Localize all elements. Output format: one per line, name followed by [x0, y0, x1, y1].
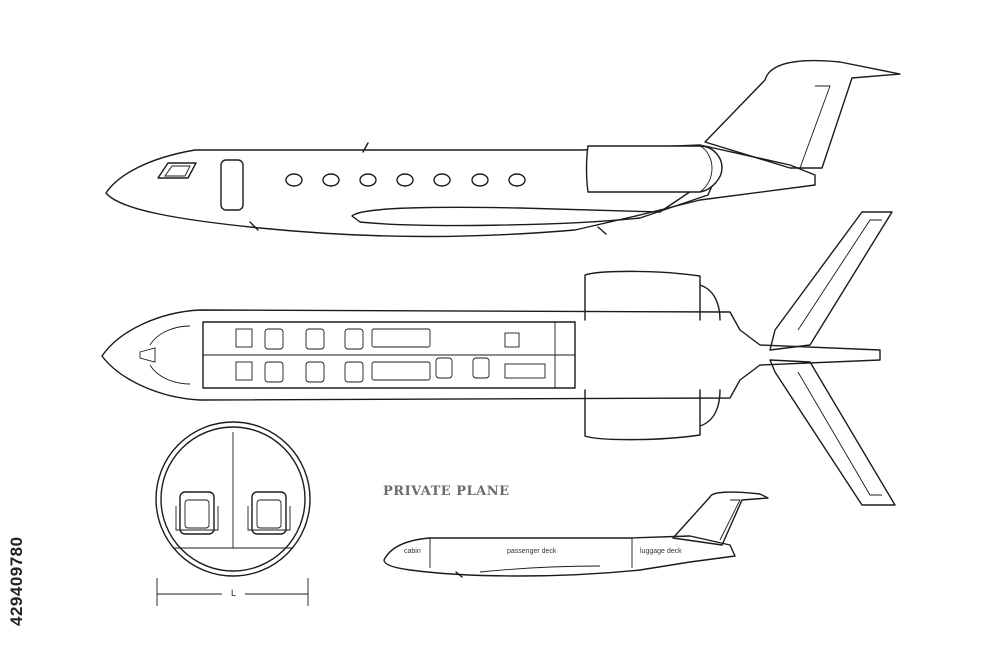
side-door [220, 159, 244, 211]
side-view [105, 59, 901, 238]
side-engine [585, 145, 723, 193]
cross-section-seat-left [175, 491, 219, 535]
cross-section-inner-ring [160, 426, 306, 572]
top-seats-upper [235, 328, 520, 350]
top-wing-lower [584, 389, 701, 441]
cabin-label: cabin [404, 548, 421, 555]
dimension-line [156, 578, 309, 606]
dimension-label: L [231, 588, 237, 598]
top-fuselage [101, 309, 881, 401]
top-wing-upper [584, 270, 701, 321]
top-seats-lower [235, 357, 546, 383]
cutaway-tail [672, 491, 769, 546]
cross-section-outer-ring [155, 421, 311, 577]
side-fuselage [105, 144, 816, 238]
top-stabilizer-lower [769, 359, 896, 506]
cross-section-seat-right [247, 491, 291, 535]
top-view [101, 211, 896, 506]
cutaway-view [383, 491, 769, 578]
page-title: PRIVATE PLANE [383, 484, 510, 499]
passenger-deck-label: passenger deck [507, 548, 557, 555]
stock-id: 429409780 [7, 536, 26, 626]
top-stabilizer [769, 211, 893, 351]
side-windows [285, 173, 526, 187]
cross-section [155, 421, 311, 606]
cutaway-fuselage [383, 535, 736, 577]
side-cockpit-window [157, 162, 197, 179]
side-tail-fin [704, 59, 901, 169]
luggage-deck-label: luggage deck [640, 548, 682, 555]
side-wing [351, 171, 719, 227]
